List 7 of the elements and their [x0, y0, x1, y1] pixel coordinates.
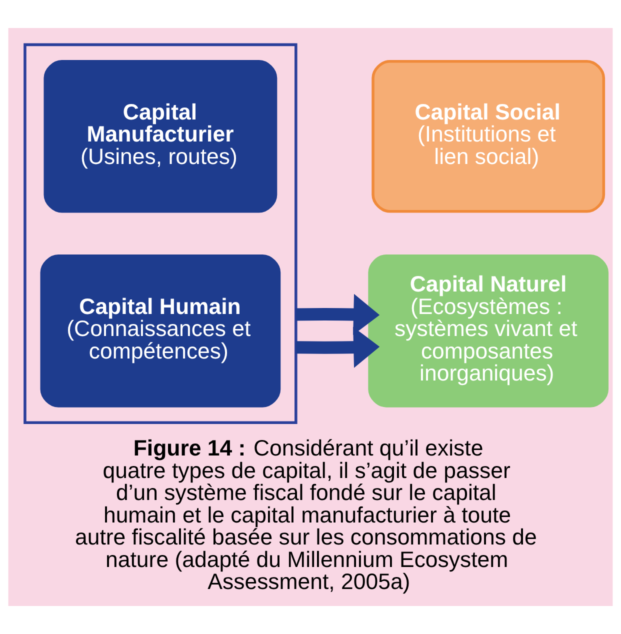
node-box: Capital Manufacturier (Usines, routes) [44, 60, 278, 213]
node-box: Capital Humain (Connaissances et compétences) [40, 254, 281, 408]
caption: Figure 14 : Considérant qu’il existe quatre types de capital, il s’agit de passer d’un système fiscal fondé sur le capital humain et le capital manufacturier à toute autre fiscalité basée sur les consommations de nature (adapté du Millennium Ecosystem Assessment, 2005a) [74, 436, 537, 594]
cluster [24, 43, 298, 424]
node-box: Capital Naturel (Ecosystèmes : systèmes vivant et composantes inorganiques) [368, 254, 609, 408]
node-box: Capital Social (Institutions et lien social) [372, 60, 606, 213]
arrow [296, 294, 380, 335]
